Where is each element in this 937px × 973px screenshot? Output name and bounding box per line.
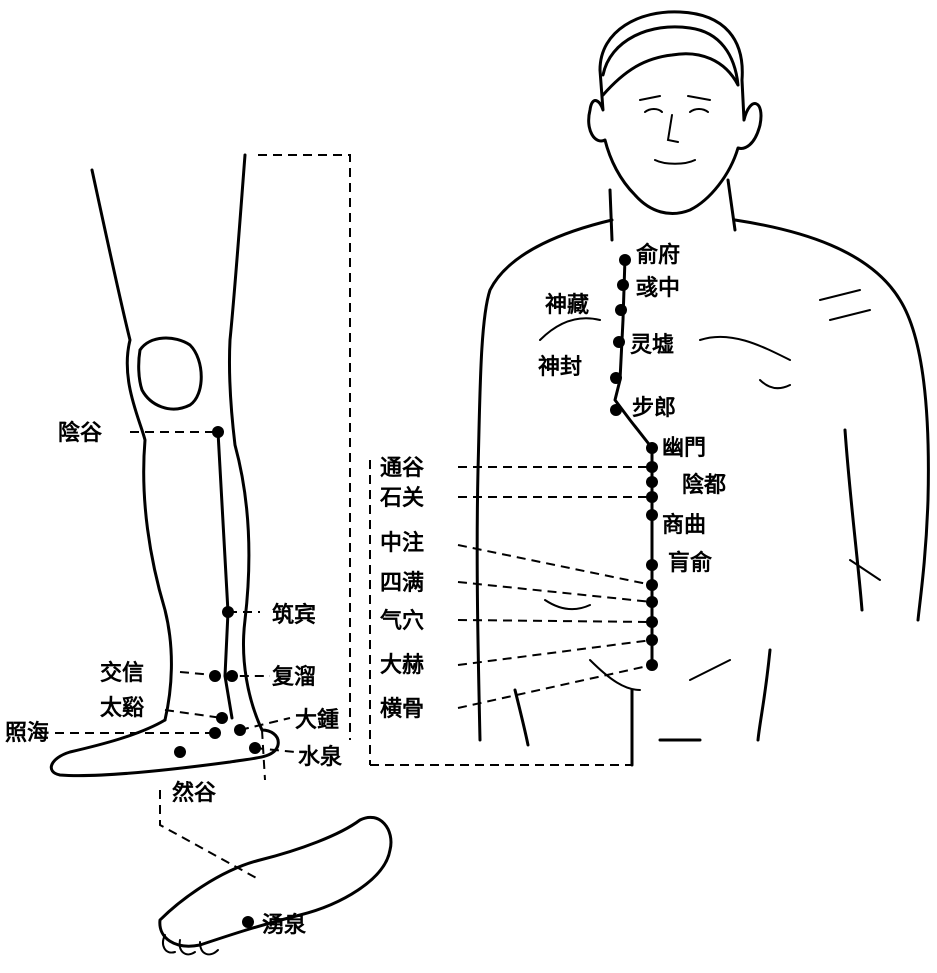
point-dazhong (234, 724, 246, 736)
label-zhaohai: 照海 (5, 720, 49, 746)
torso-figure (477, 12, 928, 765)
label-zhubin: 筑宾 (272, 602, 316, 628)
point-bulang (610, 404, 622, 416)
point-shiguan (646, 491, 658, 503)
leg-outline-left (92, 170, 171, 720)
label-zhongzhu: 中注 (380, 530, 424, 556)
label-shencang: 神藏 (545, 292, 589, 318)
head-outline (589, 12, 761, 214)
point-yindu (646, 476, 658, 488)
label-yingu: 陰谷 (58, 420, 103, 446)
label-huangshu: 肓俞 (668, 550, 713, 576)
label-shangqu: 商曲 (662, 512, 706, 538)
label-dazhong: 大鍾 (295, 707, 339, 733)
point-fuliu (226, 670, 238, 682)
label-rangu: 然谷 (172, 780, 217, 806)
label-dahe: 大赫 (380, 653, 424, 678)
point-huangshu (646, 559, 658, 571)
point-lingxu (613, 336, 625, 348)
label-jiaoxin: 交信 (100, 660, 144, 686)
label-qixue: 气穴 (379, 608, 424, 634)
label-tonggu: 通谷 (380, 456, 425, 481)
label-lingxu: 灵墟 (630, 333, 674, 358)
label-taixi: 太谿 (100, 696, 145, 721)
label-fuliu: 复溜 (271, 664, 316, 690)
label-shiguan: 石关 (379, 486, 424, 511)
point-taixi (216, 712, 228, 724)
point-qixue (646, 616, 658, 628)
label-bulang: 步郎 (632, 395, 676, 421)
label-henggu: 横骨 (380, 697, 424, 722)
leg-outline-right (229, 155, 262, 730)
label-youmen: 幽門 (662, 436, 706, 461)
point-shenfeng (610, 372, 622, 384)
knee-shape (139, 338, 202, 409)
point-zhaohai (209, 727, 221, 739)
point-zhongzhu (646, 579, 658, 591)
label-shufu: 俞府 (635, 242, 680, 268)
point-jiaoxin (209, 670, 221, 682)
leg-figure (51, 155, 391, 954)
point-shuiquan (249, 742, 261, 754)
point-yingu (212, 426, 224, 438)
point-shencang (615, 304, 627, 316)
point-yuzhong (617, 279, 629, 291)
point-dahe (646, 634, 658, 646)
label-shenfeng: 神封 (538, 354, 582, 380)
label-yindu: 陰都 (682, 472, 726, 498)
point-rangu (174, 746, 186, 758)
point-youmen (646, 442, 658, 454)
face-features (640, 96, 710, 164)
point-shangqu (646, 509, 658, 521)
point-yongquan (242, 916, 254, 928)
right-arm-inner (845, 430, 862, 610)
hair (603, 27, 738, 95)
label-yuzhong: 彧中 (636, 276, 680, 301)
point-henggu (646, 659, 658, 671)
label-shuiquan: 水泉 (298, 744, 343, 770)
point-zhubin (222, 606, 234, 618)
point-siman (646, 596, 658, 608)
label-siman: 四满 (380, 571, 424, 596)
point-tonggu (646, 461, 658, 473)
label-yongquan: 湧泉 (262, 912, 307, 938)
point-shufu (619, 254, 631, 266)
